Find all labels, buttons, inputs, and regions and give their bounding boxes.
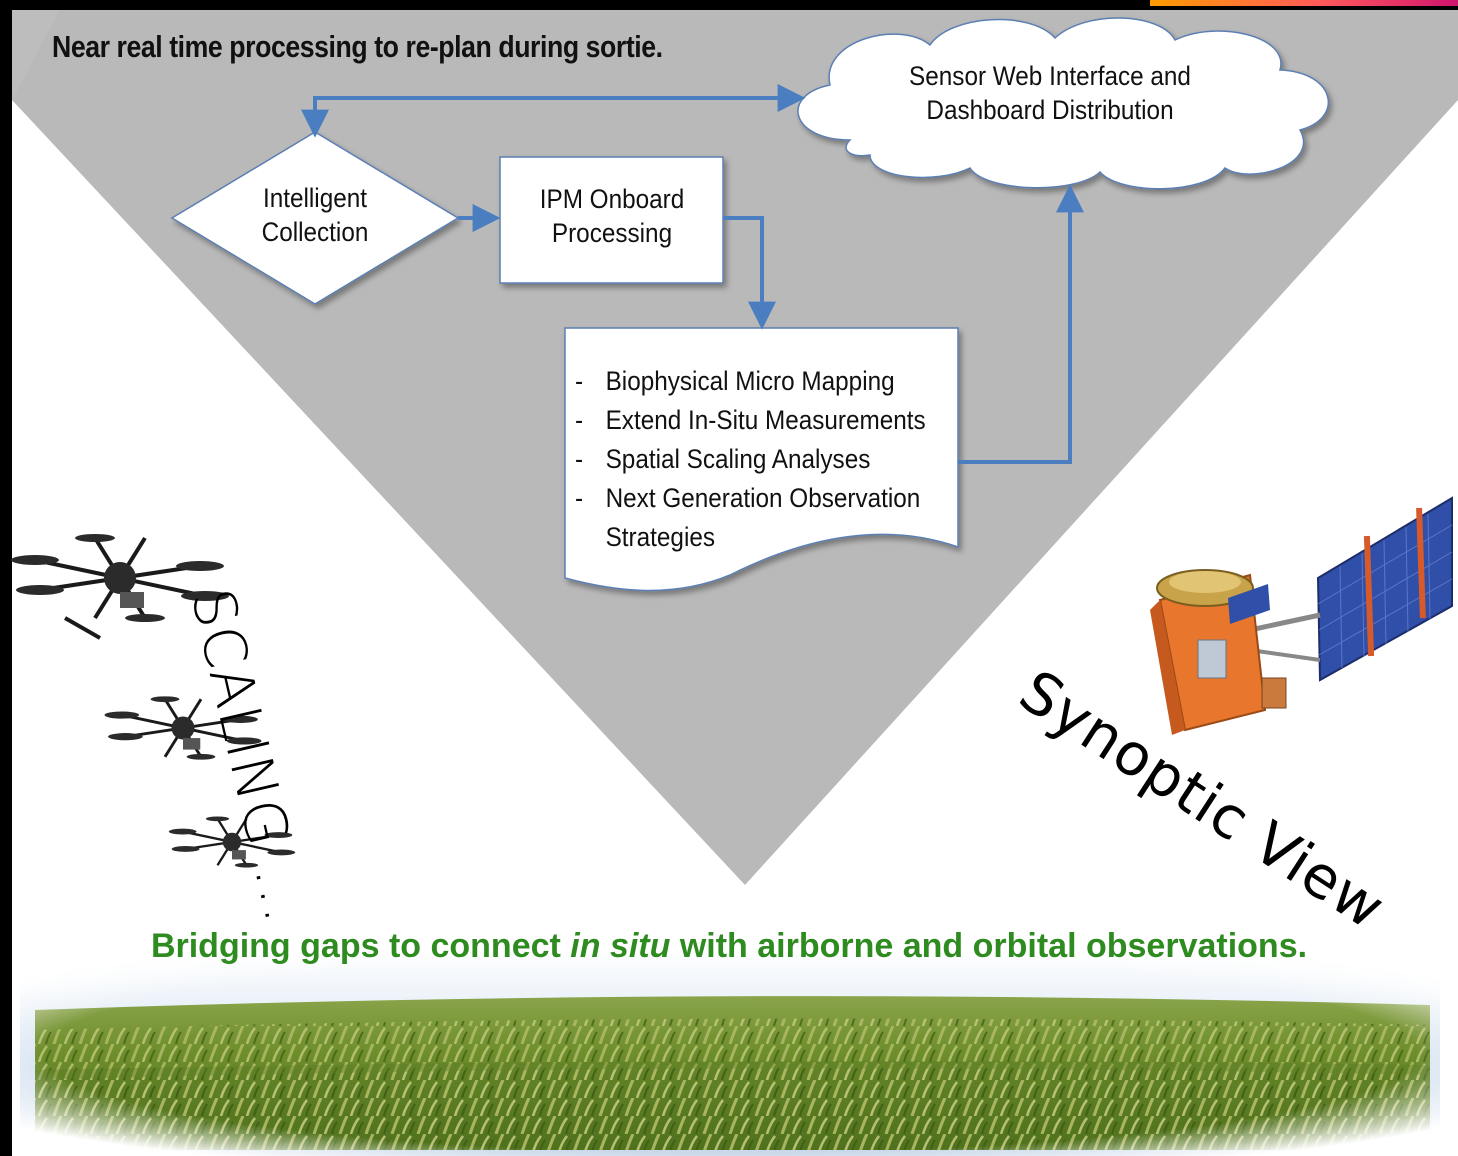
diamond-label-line-1: Intelligent xyxy=(262,183,368,213)
list-dash: - xyxy=(575,483,584,513)
page-title: Near real time processing to re-plan dur… xyxy=(52,29,663,64)
list-item-text: Next Generation Observation xyxy=(605,483,921,513)
list-item-text: Strategies xyxy=(605,522,716,552)
list-dash: - xyxy=(575,366,584,396)
process-label: IPM Onboard Processing xyxy=(513,183,711,251)
cloud-shape xyxy=(797,17,1329,190)
connector-cloud-diamond xyxy=(301,84,806,138)
list-dash: - xyxy=(575,444,584,474)
cloud-label-line-1: Sensor Web Interface and xyxy=(909,61,1191,91)
list-dash: - xyxy=(575,405,584,435)
process-label-line-2: Processing xyxy=(551,217,673,248)
footer-caption: Bridging gaps to connect in situ with ai… xyxy=(0,925,1458,968)
drone-icon xyxy=(104,696,262,760)
footer-text-emphasis: in situ xyxy=(570,927,671,965)
list-item-text: Extend In-Situ Measurements xyxy=(605,405,926,435)
triangle-edge xyxy=(12,10,60,100)
list-item-text: Biophysical Micro Mapping xyxy=(605,366,895,396)
connector-process-document xyxy=(723,216,776,330)
cloud-label: Sensor Web Interface and Dashboard Distr… xyxy=(879,60,1221,128)
list-item: -Biophysical Micro Mapping xyxy=(575,362,926,401)
list-item-continuation: Strategies xyxy=(575,518,926,557)
document-box xyxy=(564,327,959,592)
document-list: -Biophysical Micro Mapping -Extend In-Si… xyxy=(575,362,926,557)
process-label-line-1: IPM Onboard xyxy=(539,184,685,214)
drone-icon xyxy=(168,816,296,868)
top-accent-bar xyxy=(1150,0,1458,6)
cloud-label-line-2: Dashboard Distribution xyxy=(926,94,1174,125)
footer-text-start: Bridging gaps to connect xyxy=(150,927,571,965)
decision-diamond xyxy=(170,131,460,305)
list-item-text: Spatial Scaling Analyses xyxy=(605,444,871,474)
list-item: -Spatial Scaling Analyses xyxy=(575,440,926,479)
satellite-icon xyxy=(1150,496,1453,735)
process-box xyxy=(499,156,724,284)
list-item: -Next Generation Observation xyxy=(575,479,926,518)
list-item: -Extend In-Situ Measurements xyxy=(575,401,926,440)
drone-icon xyxy=(11,534,229,640)
wheat-field-photo xyxy=(20,950,1440,1156)
diamond-label-line-2: Collection xyxy=(261,216,369,247)
footer-text-end: with airborne and orbital observations. xyxy=(670,927,1308,965)
connector-document-cloud xyxy=(958,184,1084,464)
diamond-label: Intelligent Collection xyxy=(221,182,410,250)
